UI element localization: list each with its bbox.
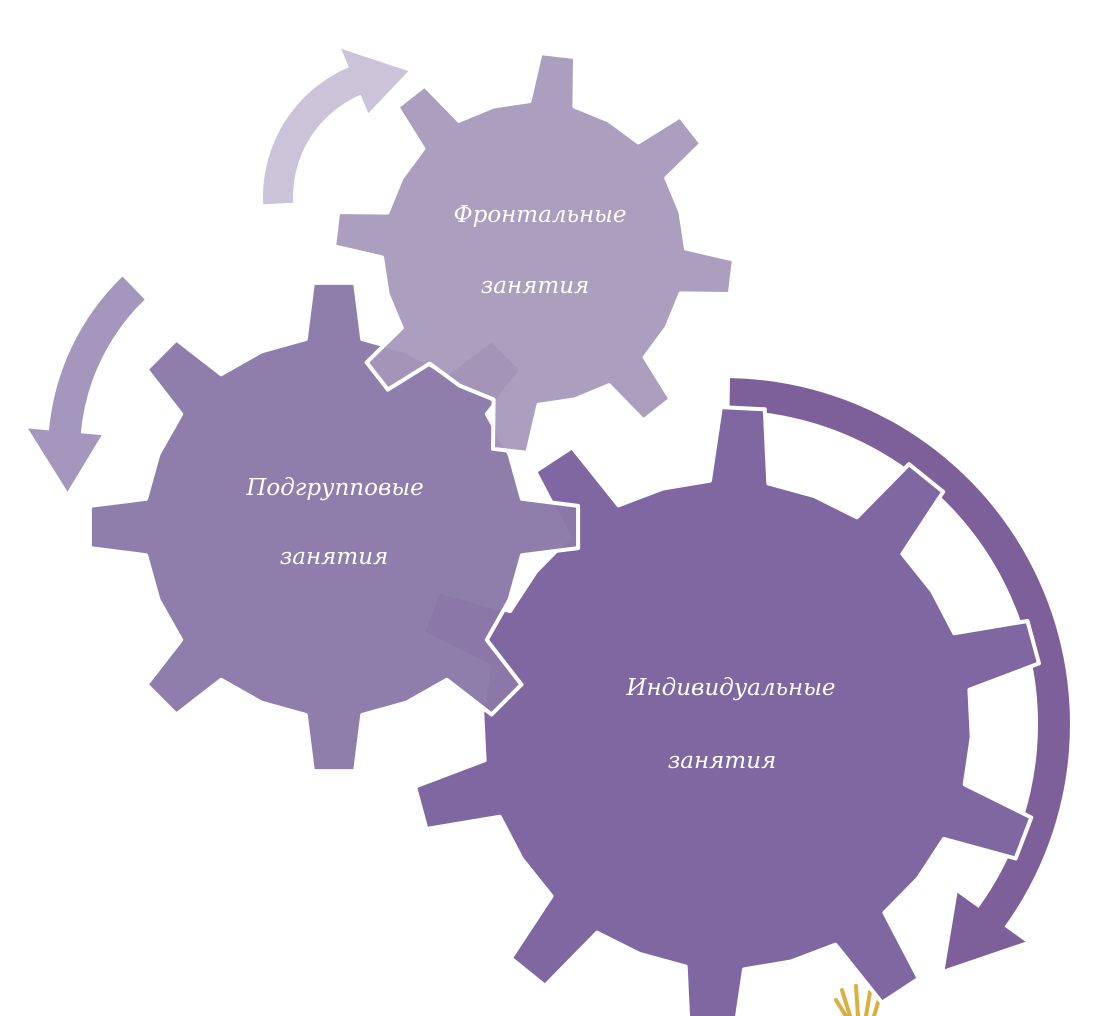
gear-subgroup-label-line1: Подгрупповые <box>245 475 423 501</box>
left-curved-arrow <box>28 276 145 492</box>
gear-individual-label-line1: Индивидуальные <box>625 675 835 701</box>
gear-frontal: Фронтальные занятия <box>332 51 736 455</box>
decoration-stroke <box>834 998 848 1016</box>
gear-frontal-label-line2: занятия <box>481 273 590 299</box>
arrows-layer <box>28 48 1070 970</box>
decoration-stroke <box>854 984 860 1016</box>
top-curved-arrow <box>263 48 409 205</box>
right-curved-arrow <box>729 378 1070 970</box>
gear-frontal-label-line1: Фронтальные <box>454 202 627 228</box>
gear-frontal-shape <box>332 51 736 455</box>
gear-individual: Индивидуальные занятия <box>413 405 1041 1016</box>
gear-individual-label-line2: занятия <box>668 748 777 774</box>
decoration-stroke <box>840 988 852 1016</box>
gear-subgroup-label-line2: занятия <box>280 544 389 570</box>
gear-subgroup: Подгрупповые занятия <box>87 280 581 774</box>
decoration-stroke <box>864 990 872 1016</box>
